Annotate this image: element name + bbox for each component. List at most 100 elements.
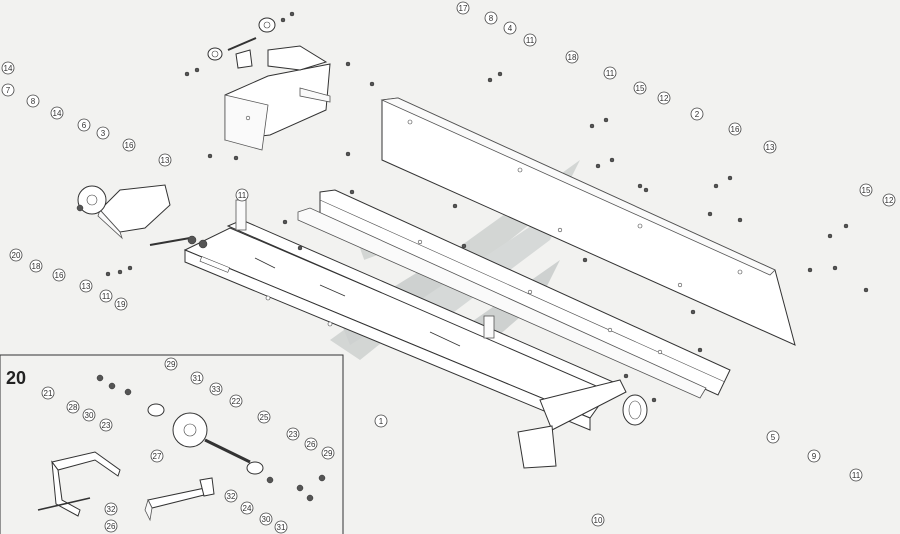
callout-16: 16 [728, 122, 742, 136]
callout-2: 2 [690, 107, 704, 121]
callout-11: 11 [235, 188, 249, 202]
callout-label: 26 [107, 522, 116, 531]
callout-13: 13 [158, 153, 172, 167]
callout-32: 32 [104, 502, 118, 516]
callout-11: 11 [603, 66, 617, 80]
small-parts-top [184, 11, 295, 77]
callout-11: 11 [849, 468, 863, 482]
callout-circle [209, 382, 223, 396]
callout-29: 29 [321, 446, 335, 460]
callout-23: 23 [99, 418, 113, 432]
callout-label: 12 [885, 196, 894, 205]
callout-circle [259, 512, 273, 526]
callout-15: 15 [633, 81, 647, 95]
callout-label: 8 [489, 14, 494, 23]
callout-5: 5 [766, 430, 780, 444]
callout-18: 18 [29, 259, 43, 273]
callout-31: 31 [190, 371, 204, 385]
callout-circle [99, 418, 113, 432]
callout-circle [766, 430, 780, 444]
callout-circle [456, 1, 470, 15]
callout-17: 17 [456, 1, 470, 15]
callout-circle [1, 61, 15, 75]
callout-label: 31 [193, 374, 202, 383]
callout-circle [690, 107, 704, 121]
callout-label: 23 [102, 421, 111, 430]
part-3-housing [224, 45, 331, 151]
callout-circle [41, 386, 55, 400]
callout-label: 13 [161, 156, 170, 165]
callout-32: 32 [224, 489, 238, 503]
callout-label: 14 [53, 109, 62, 118]
callout-26: 26 [104, 519, 118, 533]
part-1-main-frame [183, 199, 648, 469]
callout-label: 6 [82, 121, 87, 130]
callout-label: 29 [167, 360, 176, 369]
callout-label: 11 [102, 292, 111, 301]
callout-label: 10 [594, 516, 603, 525]
callout-label: 28 [69, 403, 78, 412]
callout-circle [849, 468, 863, 482]
callout-circle [286, 427, 300, 441]
callout-circle [82, 408, 96, 422]
callout-circle [99, 289, 113, 303]
callout-label: 32 [227, 492, 236, 501]
callout-label: 16 [125, 141, 134, 150]
callout-16: 16 [122, 138, 136, 152]
callout-11: 11 [523, 33, 537, 47]
callout-circle [657, 91, 671, 105]
callout-25: 25 [257, 410, 271, 424]
callout-circle [603, 66, 617, 80]
callout-circle [763, 140, 777, 154]
callout-label: 25 [260, 413, 269, 422]
callout-circle [114, 297, 128, 311]
callout-10: 10 [591, 513, 605, 527]
callout-circle [104, 502, 118, 516]
callout-circle [224, 489, 238, 503]
callout-20: 20 [9, 248, 23, 262]
callout-label: 16 [55, 271, 64, 280]
callout-27: 27 [150, 449, 164, 463]
callout-label: 15 [862, 186, 871, 195]
callout-label: 26 [307, 440, 316, 449]
part-5-thin-rail [297, 207, 707, 399]
callout-14: 14 [50, 106, 64, 120]
callout-label: 13 [82, 282, 91, 291]
callout-circle [52, 268, 66, 282]
callout-circle [164, 357, 178, 371]
callout-circle [235, 188, 249, 202]
callout-circle [50, 106, 64, 120]
callout-circle [29, 259, 43, 273]
callout-label: 16 [731, 125, 740, 134]
callout-circle [374, 414, 388, 428]
callout-23: 23 [286, 427, 300, 441]
callout-30: 30 [259, 512, 273, 526]
callout-19: 19 [114, 297, 128, 311]
callout-18: 18 [565, 50, 579, 64]
callout-label: 11 [238, 191, 247, 200]
callout-label: 5 [771, 433, 776, 442]
callout-label: 15 [636, 84, 645, 93]
callout-15: 15 [859, 183, 873, 197]
callout-circle [304, 437, 318, 451]
callout-24: 24 [240, 501, 254, 515]
callout-circle [484, 11, 498, 25]
callout-label: 31 [277, 523, 286, 532]
callout-circle [96, 126, 110, 140]
callout-circle [26, 94, 40, 108]
callout-circle [859, 183, 873, 197]
callout-label: 30 [85, 411, 94, 420]
callout-6: 6 [77, 118, 91, 132]
callout-label: 11 [606, 69, 615, 78]
callout-circle [66, 400, 80, 414]
callout-label: 12 [660, 94, 669, 103]
callout-label: 3 [101, 129, 106, 138]
callout-circle [104, 519, 118, 533]
part-20-sprocket-bracket [76, 184, 208, 249]
callout-label: 2 [695, 110, 700, 119]
callout-label: 29 [324, 449, 333, 458]
callout-29: 29 [164, 357, 178, 371]
callout-circle [565, 50, 579, 64]
callout-33: 33 [209, 382, 223, 396]
